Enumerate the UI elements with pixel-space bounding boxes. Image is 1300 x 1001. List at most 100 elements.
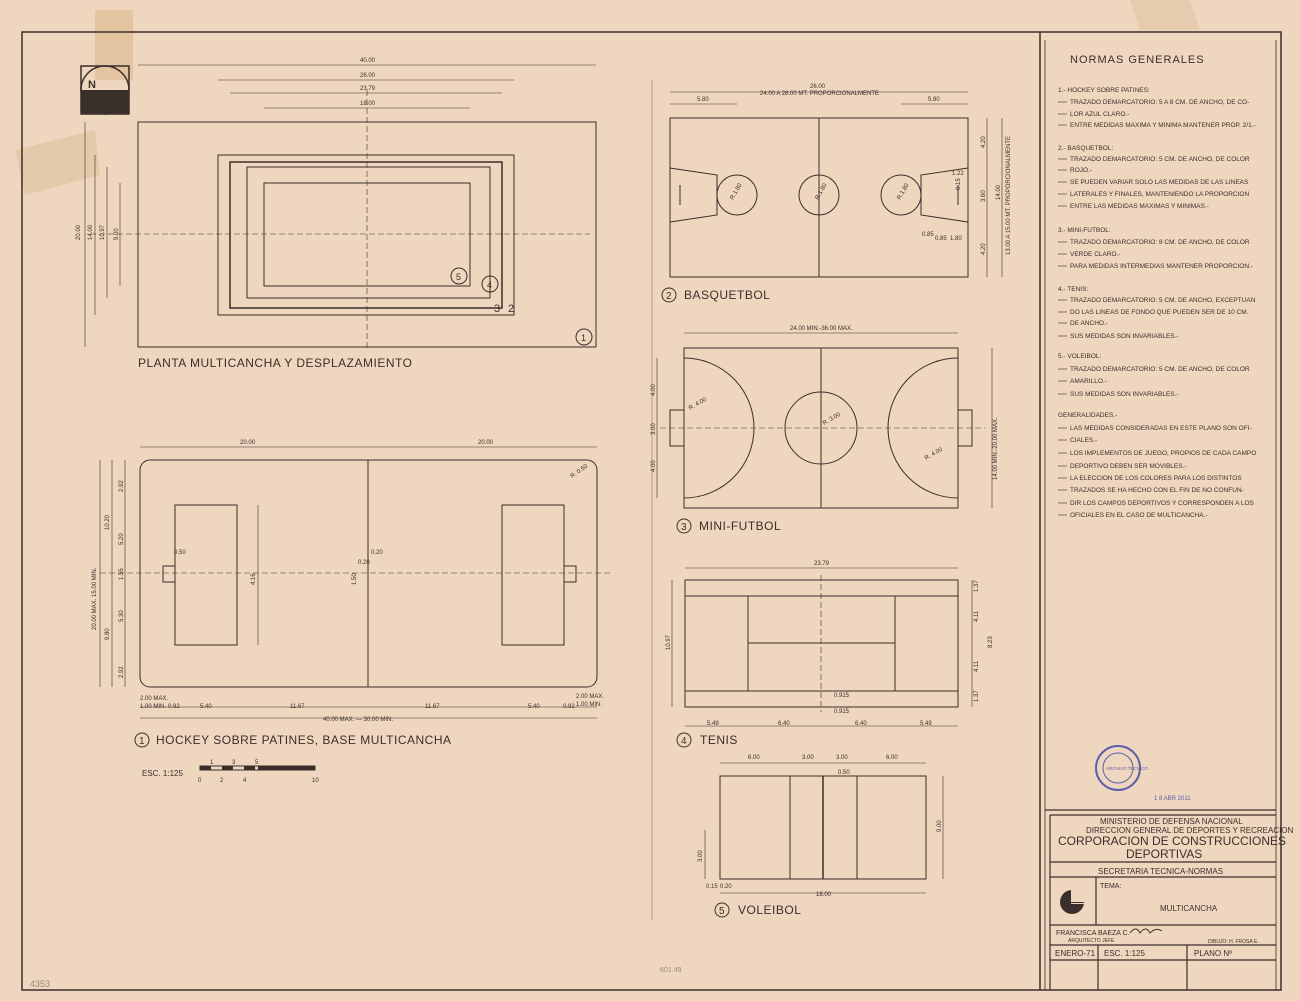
tenis-dim: 1.37 xyxy=(974,580,980,592)
tenis-drawing xyxy=(671,567,973,727)
tenis-num: 4 xyxy=(681,736,687,747)
mini-drawing xyxy=(656,332,993,509)
tenis-dim: 6.40 xyxy=(855,721,867,727)
hockey-dim: 1.00 MIN. xyxy=(576,702,602,708)
tenis-dim: 4.11 xyxy=(974,610,980,622)
planta-dim: 40.00 xyxy=(360,58,376,64)
tenis-dim: 4.11 xyxy=(974,660,980,672)
hockey-dim: 0.92 xyxy=(563,704,575,710)
scale-tick: 1 xyxy=(210,760,214,766)
date-label: ENERO-71 xyxy=(1055,949,1096,958)
stamp-text: ARCHIVO TECNICO xyxy=(1106,766,1148,771)
norm-line: TRAZADO DEMARCATORIO: 5 CM. DE ANCHO, EX… xyxy=(1070,297,1256,304)
dibujo-label: DIBUJO: H. FROSA E. xyxy=(1208,939,1259,945)
margin-note: 4353 xyxy=(30,979,50,989)
norm-line: LOR AZUL CLARO.- xyxy=(1070,111,1129,118)
hockey-dim: 11.67 xyxy=(290,704,305,710)
hockey-dim: 0.20 xyxy=(358,560,370,566)
hockey-dim: 2.00 MAX. xyxy=(576,694,604,700)
norm-line: LA ELECCION DE LOS COLORES PARA LOS DIST… xyxy=(1070,475,1242,482)
title-block xyxy=(1045,809,1276,990)
hockey-dim: 0.50 xyxy=(174,550,186,556)
hockey-dim: 1.55 xyxy=(119,568,125,580)
norm-line: SUS MEDIDAS SON INVARIABLES.- xyxy=(1070,333,1179,340)
norm-line: CIALES.- xyxy=(1070,437,1097,444)
stamp-date: 1 8 ABR 2011 xyxy=(1154,796,1191,802)
planta-dim: 18.00 xyxy=(360,101,376,107)
norm-heading: 5.- VOLEIBOL: xyxy=(1058,353,1102,360)
hockey-dim: 1.00 MIN. xyxy=(140,704,166,710)
norm-line: LOS IMPLEMENTOS DE JUEGO, PROPIOS DE CAD… xyxy=(1070,450,1256,457)
north-label: N xyxy=(88,79,96,91)
basquet-dim: 0.15 xyxy=(956,178,962,190)
voley-dim: 9.00 xyxy=(937,820,943,832)
norm-heading: 2.- BASQUETBOL: xyxy=(1058,145,1113,152)
norm-line: TRAZADO DEMARCATORIO: 5 CM. DE ANCHO, DE… xyxy=(1070,366,1250,373)
planta-dim: 26.00 xyxy=(360,73,376,79)
norm-line: TRAZADO DEMARCATORIO: 5 CM. DE ANCHO, DE… xyxy=(1070,156,1250,163)
basquet-dim: 1.80 xyxy=(950,236,962,242)
voley-dim: 0.50 xyxy=(838,770,850,776)
basquet-dim: 24.00 A 28.00 MT. PROPORCIONALMENTE xyxy=(760,91,879,97)
tenis-dim: 1.37 xyxy=(974,690,980,702)
voley-dim: 0.15 xyxy=(706,884,718,890)
hockey-dim: 2.00 MAX. xyxy=(140,696,168,702)
scale-value: ESC. 1:125 xyxy=(1104,949,1145,958)
zone-label: 4 xyxy=(487,280,492,290)
tenis-dim: 23.79 xyxy=(814,561,830,567)
hockey-dim: 2.92 xyxy=(119,666,125,678)
zone-label: 2 xyxy=(508,303,514,315)
norm-line: TRAZADO DEMARCATORIO: 8 CM. DE ANCHO, DE… xyxy=(1070,239,1250,246)
corporation-label: CORPORACION DE CONSTRUCCIONES xyxy=(1058,834,1286,848)
basquet-dim: 14.00 xyxy=(996,184,1002,200)
norm-heading: GENERALIDADES.- xyxy=(1058,412,1117,419)
hockey-dim: 20.00 xyxy=(478,440,494,446)
norm-heading: 3.- MINI-FUTBOL: xyxy=(1058,227,1111,234)
hockey-dim: 5.20 xyxy=(119,533,125,545)
hockey-dim: 20.00 xyxy=(240,440,256,446)
norms-list: 1.- HOCKEY SOBRE PATINES:TRAZADO DEMARCA… xyxy=(1058,87,1256,519)
hockey-dim: 5.30 xyxy=(119,610,125,622)
basquet-dim: 3.60 xyxy=(981,190,987,202)
tema-value: MULTICANCHA xyxy=(1160,904,1218,913)
hockey-dim: 0.92 xyxy=(168,704,180,710)
mini-num: 3 xyxy=(681,522,687,533)
voley-dim: 0.20 xyxy=(720,884,732,890)
margin-note: 601.49 xyxy=(660,967,682,974)
archive-stamp: ARCHIVO TECNICO 1 8 ABR 2011 xyxy=(1095,745,1191,802)
planta-dim: 9.00 xyxy=(114,228,120,240)
norm-line: DO LAS LINEAS DE FONDO QUE PUEDEN SER DE… xyxy=(1070,309,1249,316)
basquet-title: BASQUETBOL xyxy=(684,288,770,302)
planta-drawing xyxy=(84,64,597,350)
norm-line: DEPORTIVO DEBEN SER MOVIBLES.- xyxy=(1070,463,1187,470)
hockey-dim: 2.92 xyxy=(119,480,125,492)
mini-dim: 4.00 xyxy=(651,460,657,472)
voley-dim: 18.00 xyxy=(816,892,832,898)
basquet-dim: 4.20 xyxy=(981,243,987,255)
sheet-border xyxy=(21,31,1282,991)
scale-tick: 3 xyxy=(232,760,236,766)
norm-line: DE ANCHO.- xyxy=(1070,320,1108,327)
zone-label: 1 xyxy=(581,333,586,343)
hockey-dim: 0.20 xyxy=(371,550,383,556)
scale-label: ESC. 1:125 xyxy=(142,769,183,778)
hockey-dim: 5.40 xyxy=(200,704,212,710)
mini-dim: 14.00 MIN.-20.00 MAX. xyxy=(993,417,999,480)
hockey-dim: 10.20 xyxy=(105,514,111,530)
voley-dim: 6.00 xyxy=(886,755,898,761)
voley-drawing xyxy=(704,762,944,894)
secretaria-label: SECRETARIA TECNICA-NORMAS xyxy=(1098,867,1223,876)
zone-label: 5 xyxy=(456,272,461,282)
basquet-dim: 13.00 A 15.00 MT. PROPORCIONALMENTE xyxy=(1006,136,1012,255)
basquet-dim: 0.85 xyxy=(935,236,947,242)
tenis-title: TENIS xyxy=(700,733,738,747)
hockey-dim: 5.40 xyxy=(528,704,540,710)
scale-tick: 4 xyxy=(243,778,247,784)
norm-line: DIR LOS CAMPOS DEPORTIVOS Y CORRESPONDEN… xyxy=(1070,500,1255,507)
basquet-dim: 5.80 xyxy=(928,97,940,103)
basquet-dim: 5.80 xyxy=(697,97,709,103)
planta-dim: 23.79 xyxy=(360,86,376,92)
hockey-dim: 11.67 xyxy=(425,704,440,710)
tenis-dim: 0.915 xyxy=(834,709,850,715)
